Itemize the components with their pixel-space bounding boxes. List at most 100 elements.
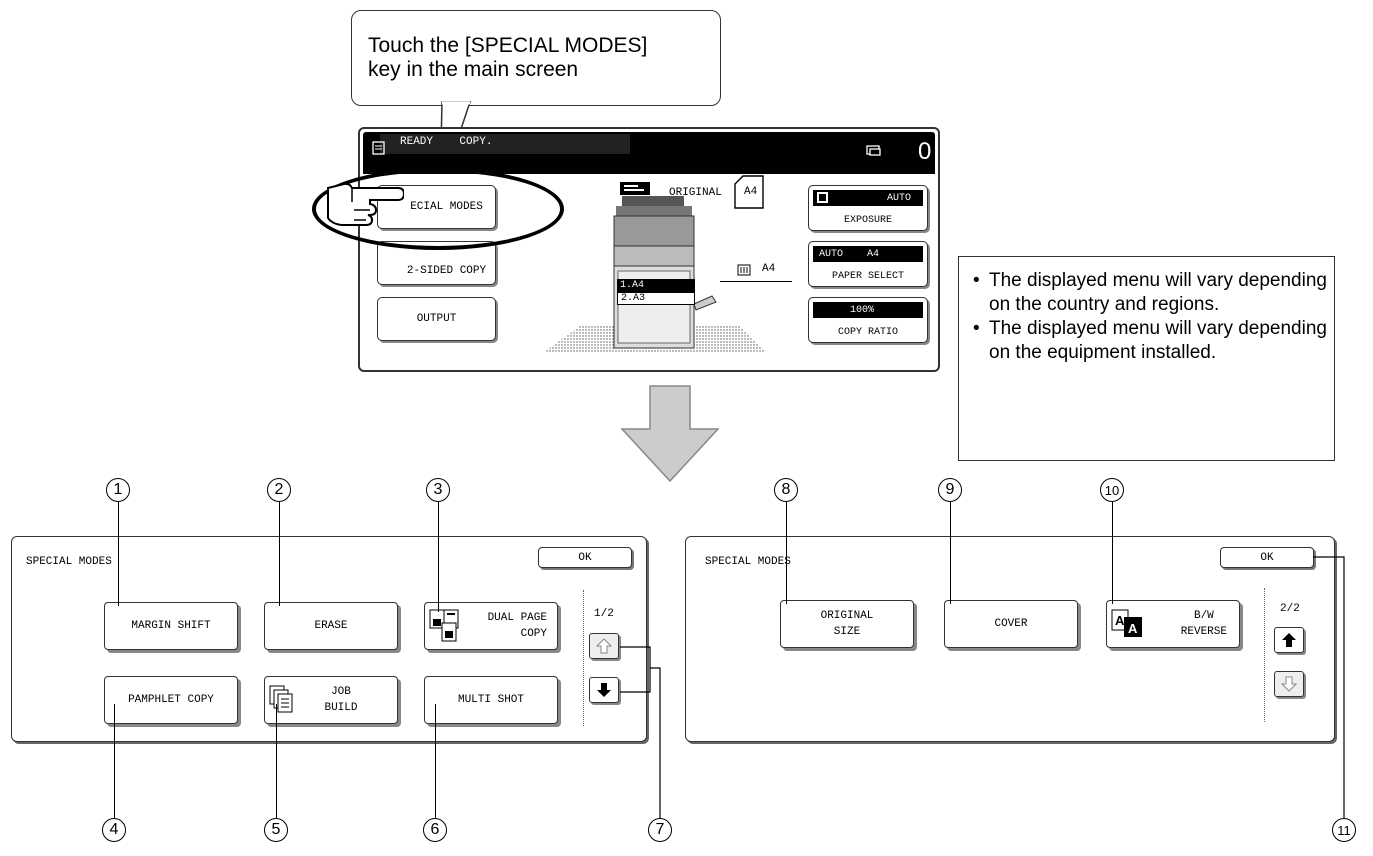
page-up-button[interactable] bbox=[1274, 627, 1304, 653]
ok-button-label: OK bbox=[578, 551, 592, 564]
callout-number: 4 bbox=[102, 818, 126, 842]
callout-number: 1 bbox=[106, 478, 130, 502]
leader-bracket-7 bbox=[620, 646, 661, 818]
note-list: The displayed menu will vary depending o… bbox=[973, 269, 1334, 365]
copy-count: 0 bbox=[918, 138, 932, 165]
down-arrow-graphic bbox=[620, 385, 720, 483]
multi-shot-label: MULTI SHOT bbox=[457, 694, 524, 706]
highlight-ellipse bbox=[312, 168, 564, 250]
note-item: The displayed menu will vary depending o… bbox=[973, 269, 1334, 317]
panel-1-title: SPECIAL MODES bbox=[26, 556, 112, 568]
bypass-tray-icon bbox=[737, 264, 751, 276]
callout-number: 8 bbox=[774, 478, 798, 502]
copy-ratio-value-text: 100% bbox=[849, 304, 874, 316]
leader-bracket-11 bbox=[1313, 556, 1345, 818]
original-size-button[interactable]: ORIGINAL SIZE bbox=[780, 600, 914, 648]
dual-page-copy-button[interactable]: DUAL PAGE COPY bbox=[424, 602, 558, 650]
status-text: READY COPY. bbox=[400, 136, 493, 148]
pointing-hand-icon bbox=[327, 182, 404, 226]
note-box: The displayed menu will vary depending o… bbox=[958, 256, 1335, 461]
callout-number: 3 bbox=[426, 478, 450, 502]
output-key-label: OUTPUT bbox=[416, 313, 457, 325]
page-indicator: 2/2 bbox=[1280, 603, 1300, 615]
page-down-button[interactable] bbox=[1274, 671, 1304, 697]
tray-2[interactable]: 2.A3 bbox=[617, 292, 695, 305]
note-item: The displayed menu will vary depending o… bbox=[973, 317, 1334, 365]
leader-line bbox=[438, 500, 439, 612]
erase-button[interactable]: ERASE bbox=[264, 602, 398, 650]
arrow-down-icon bbox=[1281, 676, 1297, 692]
panel-2-title: SPECIAL MODES bbox=[705, 556, 791, 568]
bw-reverse-button[interactable]: A A B/W REVERSE bbox=[1106, 600, 1240, 648]
callout-number: 2 bbox=[267, 478, 291, 502]
dual-page-copy-label: DUAL PAGE COPY bbox=[487, 612, 547, 640]
callout-number: 11 bbox=[1332, 818, 1356, 842]
two-sided-copy-key-label: 2-SIDED COPY bbox=[406, 265, 487, 277]
callout-number: 7 bbox=[648, 818, 672, 842]
job-build-button[interactable]: JOB BUILD bbox=[264, 676, 398, 724]
tray-2-label: 2.A3 bbox=[621, 293, 646, 304]
panel-1-divider bbox=[583, 590, 584, 726]
callout-number: 5 bbox=[264, 818, 288, 842]
leader-line bbox=[279, 500, 280, 606]
margin-shift-button[interactable]: MARGIN SHIFT bbox=[104, 602, 238, 650]
ok-button[interactable]: OK bbox=[538, 547, 632, 568]
svg-text:A: A bbox=[1128, 621, 1138, 636]
original-page-icon bbox=[734, 175, 764, 209]
svg-text:A: A bbox=[1115, 613, 1125, 628]
page-up-button[interactable] bbox=[589, 633, 619, 659]
cover-label: COVER bbox=[994, 618, 1028, 630]
exposure-key[interactable]: AUTO EXPOSURE bbox=[808, 185, 928, 231]
dual-page-icon bbox=[429, 609, 459, 642]
panel-2-divider bbox=[1264, 588, 1265, 722]
pamphlet-copy-button[interactable]: PAMPHLET COPY bbox=[104, 676, 238, 724]
copy-ratio-label: COPY RATIO bbox=[837, 327, 898, 338]
arrow-up-icon bbox=[1282, 633, 1296, 647]
job-queue-icon bbox=[866, 145, 881, 156]
exposure-icon bbox=[817, 192, 828, 203]
paper-select-key[interactable]: AUTO A4 PAPER SELECT bbox=[808, 241, 928, 287]
original-size: A4 bbox=[744, 186, 758, 198]
pamphlet-copy-label: PAMPHLET COPY bbox=[128, 694, 214, 706]
paper-select-value: AUTO A4 bbox=[813, 246, 923, 262]
leader-line bbox=[950, 500, 951, 604]
original-label: ORIGINAL bbox=[669, 187, 722, 199]
page-indicator: 1/2 bbox=[594, 608, 614, 620]
arrow-up-icon bbox=[596, 638, 612, 654]
copy-ratio-value: 100% bbox=[813, 302, 923, 318]
callout-number: 9 bbox=[938, 478, 962, 502]
exposure-label: EXPOSURE bbox=[843, 215, 892, 226]
margin-shift-label: MARGIN SHIFT bbox=[131, 620, 211, 632]
multi-shot-button[interactable]: MULTI SHOT bbox=[424, 676, 558, 724]
callout-number: 6 bbox=[423, 818, 447, 842]
erase-label: ERASE bbox=[314, 620, 348, 632]
leader-line bbox=[435, 704, 436, 818]
ok-button-label: OK bbox=[1260, 551, 1274, 564]
leader-line bbox=[118, 500, 119, 606]
leader-line bbox=[1112, 500, 1113, 604]
callout-box bbox=[351, 10, 721, 106]
cover-button[interactable]: COVER bbox=[944, 600, 1078, 648]
paper-select-value-text: AUTO A4 bbox=[819, 248, 880, 260]
output-key[interactable]: OUTPUT bbox=[377, 297, 496, 341]
callout-number: 10 bbox=[1100, 478, 1124, 502]
exposure-value-text: AUTO bbox=[886, 192, 911, 204]
bypass-size: A4 bbox=[762, 263, 776, 275]
copy-ratio-key[interactable]: 100% COPY RATIO bbox=[808, 297, 928, 343]
bypass-line bbox=[720, 281, 792, 282]
leader-line bbox=[786, 500, 787, 604]
original-size-label: ORIGINAL SIZE bbox=[820, 610, 874, 638]
document-feeder-icon bbox=[620, 182, 650, 195]
bw-reverse-icon: A A bbox=[1111, 609, 1142, 637]
tray-1[interactable]: 1.A4 bbox=[617, 279, 695, 292]
arrow-down-icon bbox=[597, 683, 611, 697]
leader-line bbox=[114, 704, 115, 818]
status-message-area bbox=[380, 134, 630, 154]
page-down-button[interactable] bbox=[589, 677, 619, 703]
ok-button[interactable]: OK bbox=[1220, 547, 1314, 568]
exposure-value: AUTO bbox=[813, 190, 923, 206]
callout-text: Touch the [SPECIAL MODES] key in the mai… bbox=[368, 34, 648, 81]
job-build-label: JOB BUILD bbox=[324, 686, 358, 714]
document-icon bbox=[372, 141, 385, 155]
bw-reverse-label: B/W REVERSE bbox=[1180, 610, 1227, 638]
